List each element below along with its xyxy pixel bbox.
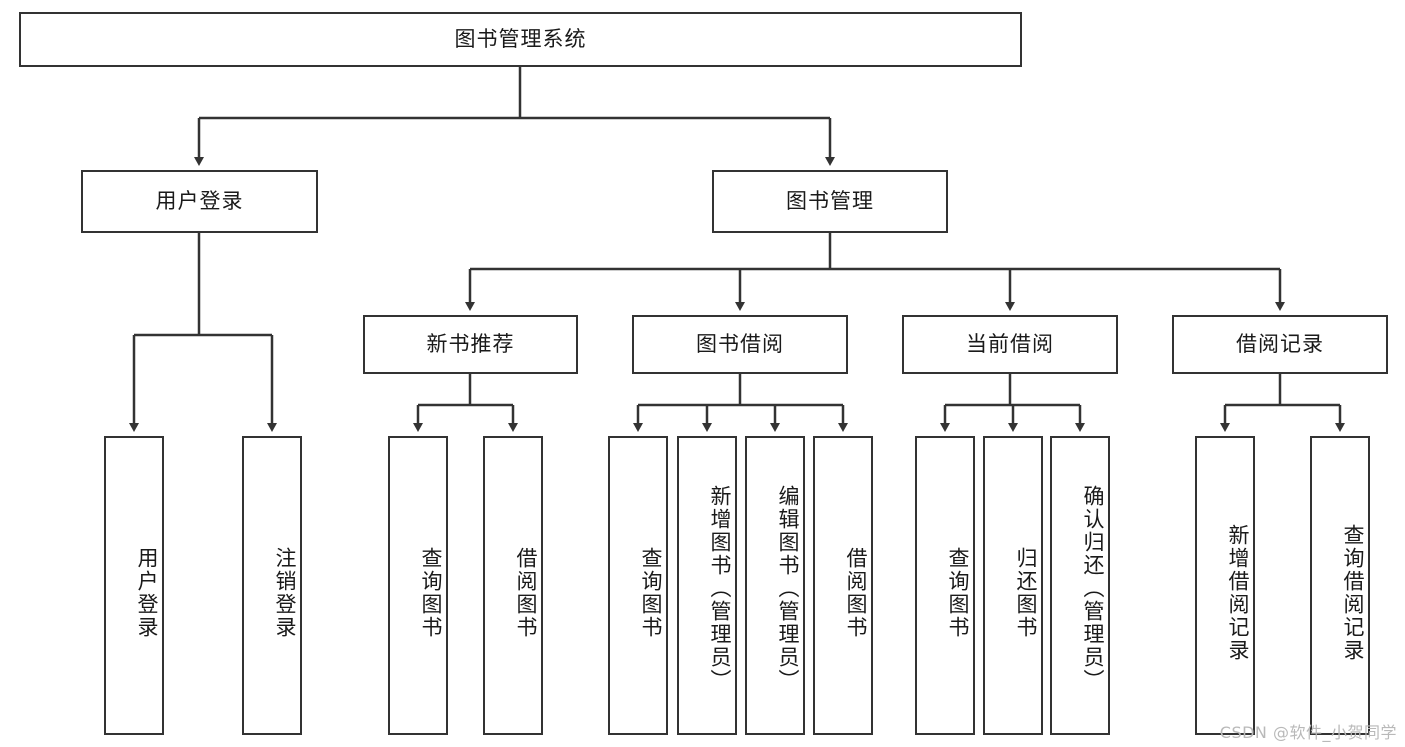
node-leaf-edit-book-admin[interactable]: 编辑图书（管理员）: [745, 436, 805, 735]
node-leaf-borrow-book-recommend[interactable]: 借阅图书: [483, 436, 543, 735]
node-new-book-recommend[interactable]: 新书推荐: [363, 315, 578, 374]
node-label: 借阅记录: [1236, 331, 1324, 356]
node-current-borrow[interactable]: 当前借阅: [902, 315, 1118, 374]
node-leaf-user-login[interactable]: 用户登录: [104, 436, 164, 735]
node-label: 图书借阅: [696, 331, 784, 356]
node-label: 用户登录: [155, 188, 244, 213]
node-book-borrow[interactable]: 图书借阅: [632, 315, 848, 374]
node-user-login[interactable]: 用户登录: [81, 170, 318, 233]
node-leaf-confirm-return-admin[interactable]: 确认归还（管理员）: [1050, 436, 1110, 735]
node-label: 查询借阅记录: [1341, 523, 1365, 662]
node-label: 用户登录: [135, 546, 159, 639]
node-leaf-add-borrow-record[interactable]: 新增借阅记录: [1195, 436, 1255, 735]
node-label: 查询图书: [946, 546, 970, 639]
node-label: 归还图书: [1014, 546, 1038, 639]
node-label: 图书管理: [786, 188, 874, 213]
node-leaf-add-book-admin[interactable]: 新增图书（管理员）: [677, 436, 737, 735]
node-label: 编辑图书（管理员）: [776, 485, 800, 692]
node-leaf-query-borrow-record[interactable]: 查询借阅记录: [1310, 436, 1370, 735]
node-leaf-query-book-current[interactable]: 查询图书: [915, 436, 975, 735]
node-leaf-query-book-borrow[interactable]: 查询图书: [608, 436, 668, 735]
node-leaf-borrow-book[interactable]: 借阅图书: [813, 436, 873, 735]
node-label: 图书管理系统: [454, 26, 587, 51]
node-label: 借阅图书: [514, 546, 538, 639]
node-leaf-query-book-recommend[interactable]: 查询图书: [388, 436, 448, 735]
node-label: 新增图书（管理员）: [708, 485, 732, 692]
node-borrow-record[interactable]: 借阅记录: [1172, 315, 1388, 374]
node-leaf-logout-login[interactable]: 注销登录: [242, 436, 302, 735]
csdn-watermark: CSDN @软件_小贺同学: [1219, 723, 1397, 742]
node-label: 新增借阅记录: [1226, 523, 1250, 662]
node-label: 查询图书: [639, 546, 663, 639]
node-root-book-management-system[interactable]: 图书管理系统: [19, 12, 1022, 67]
node-label: 借阅图书: [844, 546, 868, 639]
node-label: 注销登录: [273, 546, 297, 639]
node-label: 当前借阅: [966, 331, 1054, 356]
node-leaf-return-book[interactable]: 归还图书: [983, 436, 1043, 735]
node-label: 确认归还（管理员）: [1081, 485, 1105, 692]
node-book-management[interactable]: 图书管理: [712, 170, 948, 233]
node-label: 新书推荐: [426, 331, 515, 356]
node-label: 查询图书: [419, 546, 443, 639]
